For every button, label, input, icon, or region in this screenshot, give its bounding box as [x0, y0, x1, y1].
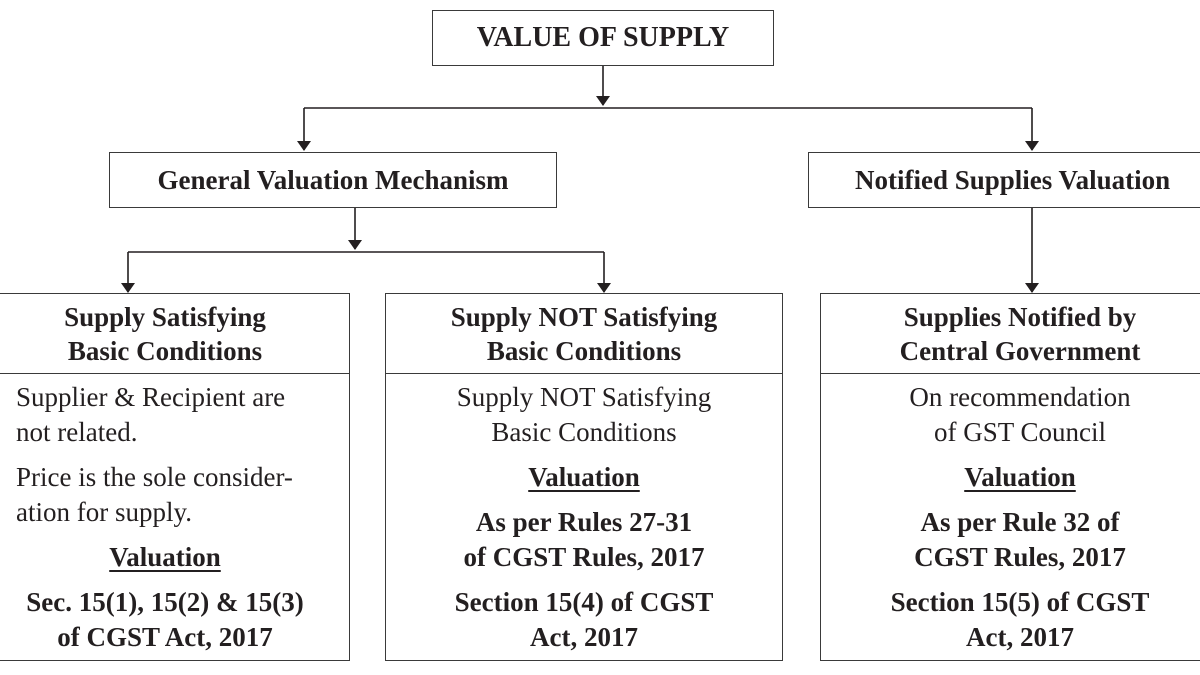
notified-supplies-label: Notified Supplies Valuation [855, 164, 1171, 195]
notified-supplies-node: Notified Supplies Valuation [808, 152, 1200, 208]
card-2-heading: Supply NOT Satisfying Basic Conditions [386, 294, 782, 374]
card-3-section: Section 15(5) of CGST Act, 2017 [890, 587, 1150, 652]
card-2-valuation-label: Valuation [528, 462, 640, 492]
card-not-satisfying-conditions: Supply NOT Satisfying Basic Conditions S… [385, 293, 783, 661]
card-3-description: On recommendation of GST Council [909, 382, 1131, 447]
card-1-description-2: Price is the sole consider- ation for su… [16, 462, 293, 527]
card-2-body: Supply NOT Satisfying Basic Conditions V… [386, 374, 782, 655]
root-node: VALUE OF SUPPLY [432, 10, 774, 66]
card-notified-by-government: Supplies Notified by Central Government … [820, 293, 1200, 661]
card-satisfying-conditions: Supply Satisfying Basic Conditions Suppl… [0, 293, 350, 661]
card-1-valuation-label: Valuation [109, 542, 221, 572]
card-1-rule: Sec. 15(1), 15(2) & 15(3) of CGST Act, 2… [26, 587, 304, 652]
card-2-rule: As per Rules 27-31 of CGST Rules, 2017 [463, 507, 705, 572]
root-title: VALUE OF SUPPLY [476, 22, 730, 53]
card-3-heading: Supplies Notified by Central Government [821, 294, 1200, 374]
card-1-description: Supplier & Recipient are not related. [16, 382, 286, 447]
card-2-description: Supply NOT Satisfying Basic Conditions [456, 382, 712, 447]
card-1-heading: Supply Satisfying Basic Conditions [0, 294, 349, 374]
card-3-rule: As per Rule 32 of CGST Rules, 2017 [914, 507, 1126, 572]
general-valuation-node: General Valuation Mechanism [109, 152, 557, 208]
card-1-body: Supplier & Recipient are not related. Pr… [0, 374, 349, 655]
card-3-valuation-label: Valuation [964, 462, 1076, 492]
general-valuation-label: General Valuation Mechanism [157, 164, 509, 195]
card-3-body: On recommendation of GST Council Valuati… [821, 374, 1200, 655]
card-2-section: Section 15(4) of CGST Act, 2017 [454, 587, 714, 652]
